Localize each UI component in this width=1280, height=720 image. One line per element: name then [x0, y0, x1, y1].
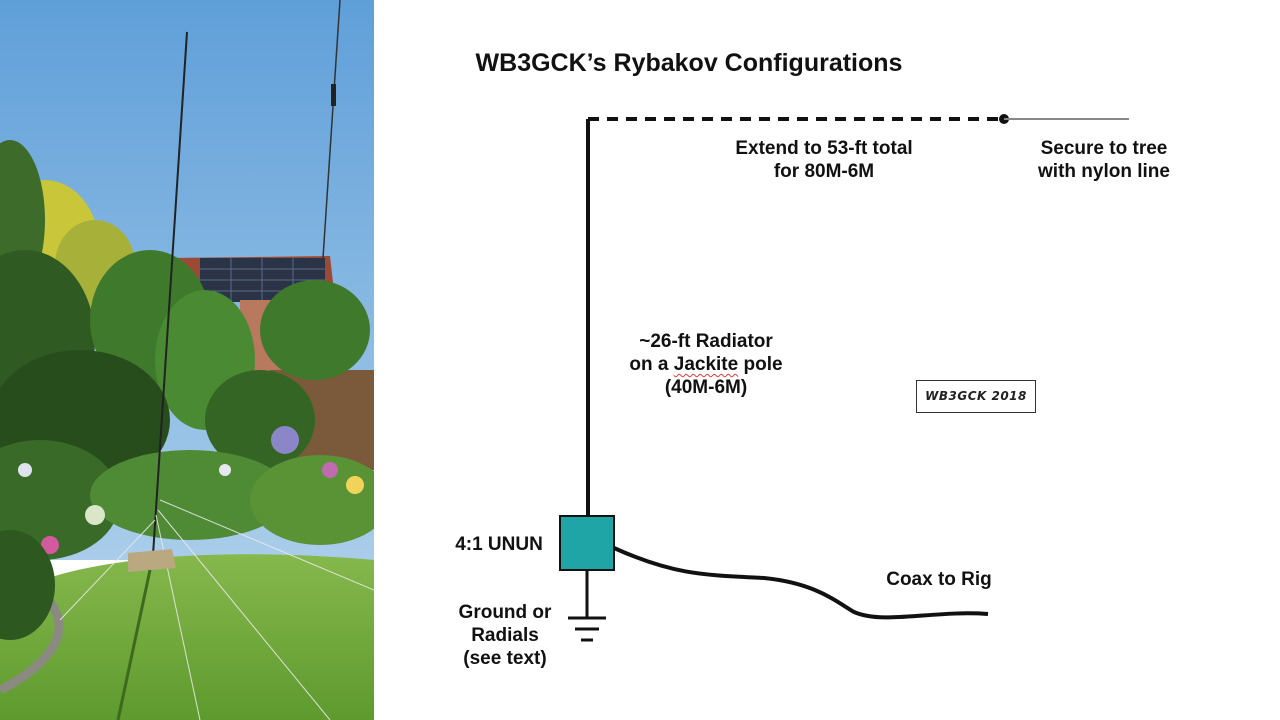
- antenna-base: [128, 549, 176, 572]
- lawn: [0, 554, 374, 720]
- loading-coil: [331, 84, 336, 106]
- radiator-label: ~26-ft Radiator on a Jackite pole (40M-6…: [629, 331, 783, 398]
- rybakov-diagram: WB3GCK’s Rybakov Configurations Extend t…: [374, 0, 1280, 720]
- diagram-title: WB3GCK’s Rybakov Configurations: [475, 49, 903, 77]
- ground-symbol-icon: [568, 616, 606, 642]
- mast-shadow: [116, 569, 152, 720]
- antenna-photo: [0, 0, 374, 720]
- extend-label: Extend to 53-ft total for 80M-6M: [735, 138, 913, 182]
- antenna-wire: [322, 0, 341, 259]
- guy-lines: [59, 499, 374, 720]
- watermark-stamp: WB3GCK 2018: [916, 380, 1036, 413]
- antenna-mast: [152, 31, 188, 556]
- unun-box: [559, 515, 615, 571]
- secure-label: Secure to tree with nylon line: [1038, 138, 1170, 182]
- unun-label: 4:1 UNUN: [455, 534, 543, 555]
- flower-bed: [0, 426, 374, 560]
- ground-label: Ground or Radials (see text): [458, 602, 552, 669]
- coax-cable: [613, 546, 989, 620]
- coax-label: Coax to Rig: [886, 569, 992, 590]
